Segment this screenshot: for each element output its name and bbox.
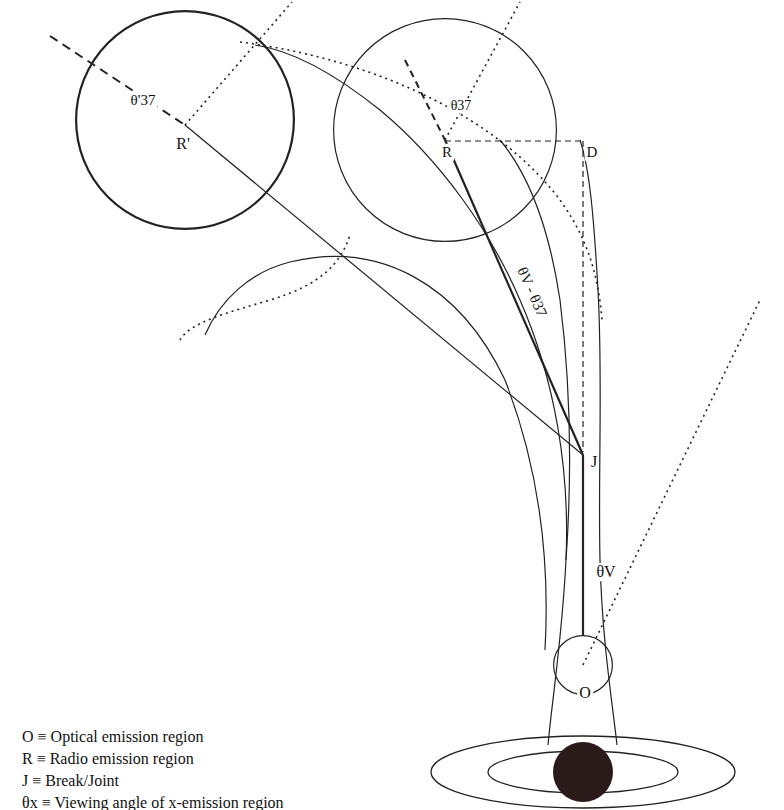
emission-circle: θ'37R' <box>75 10 295 230</box>
region-label: R <box>440 144 454 161</box>
angle-label: θV - θ37 <box>513 263 551 321</box>
legend-text: R ≡ Radio emission region <box>22 750 194 768</box>
legend-text: θx ≡ Viewing angle of x-emission region <box>22 794 284 810</box>
emission-circle: O <box>553 635 613 695</box>
legend-text: O ≡ Optical emission region <box>22 728 203 746</box>
region-label: O <box>577 684 593 702</box>
angle-label: θV <box>594 563 617 581</box>
circle-outline <box>75 10 295 230</box>
region-label: R' <box>174 135 192 153</box>
region-label: θ37 <box>449 98 474 113</box>
point-label: J <box>589 453 599 471</box>
emission-circle: θ37R <box>333 18 557 242</box>
point-label: D <box>585 144 600 161</box>
legend-text: J ≡ Break/Joint <box>22 772 119 790</box>
region-label: θ'37 <box>129 92 158 109</box>
circle-outline <box>333 18 557 242</box>
